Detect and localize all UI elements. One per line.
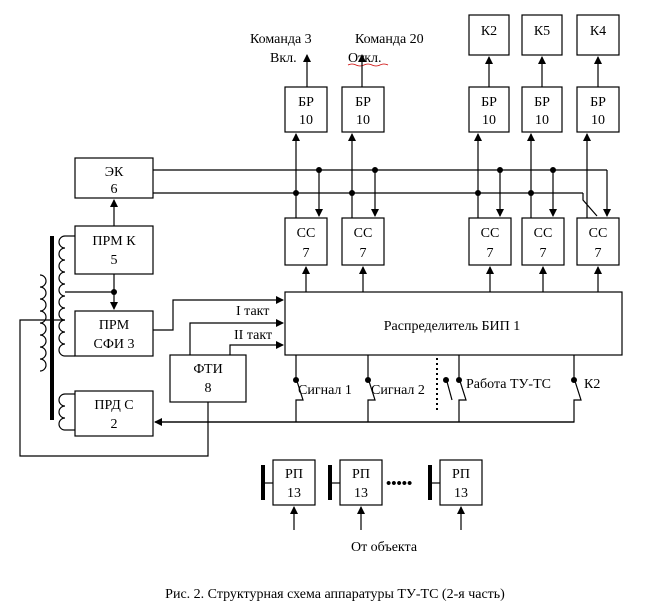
- ii-takt-label: II такт: [234, 328, 272, 343]
- cmd20-label: Команда 20: [355, 32, 424, 47]
- cmd3-label: Команда 3: [250, 32, 312, 47]
- svg-text:13: 13: [354, 486, 368, 501]
- svg-text:7: 7: [487, 246, 494, 261]
- prm-k-box: ПРМ К 5: [74, 225, 154, 275]
- svg-text:БР: БР: [355, 95, 371, 110]
- contact-signal-2: [367, 355, 376, 422]
- svg-text:БР: БР: [481, 95, 497, 110]
- br-box-4: БР 10: [521, 86, 563, 133]
- svg-text:СС: СС: [354, 226, 373, 241]
- svg-text:10: 10: [356, 113, 370, 128]
- svg-text:РП: РП: [352, 467, 370, 482]
- svg-text:РП: РП: [452, 467, 470, 482]
- br-box-3: БР 10: [468, 86, 510, 133]
- i-takt-line: [153, 296, 284, 331]
- svg-text:Распределитель БИП 1: Распределитель БИП 1: [384, 319, 521, 334]
- svg-text:РП: РП: [285, 467, 303, 482]
- coil-prd: [58, 393, 66, 431]
- cc-box-2: СС 7: [341, 217, 385, 266]
- svg-text:К4: К4: [590, 24, 606, 39]
- svg-text:10: 10: [482, 113, 496, 128]
- k-box-3: К4: [576, 14, 620, 56]
- bus-link-cc5: [582, 193, 598, 217]
- i-takt-label: I такт: [236, 304, 269, 319]
- svg-text:2: 2: [111, 417, 118, 432]
- signal-2-label: Сигнал 2: [371, 383, 425, 398]
- svg-text:ПРМ: ПРМ: [99, 318, 130, 333]
- svg-text:ПРД С: ПРД С: [94, 398, 133, 413]
- signal-1-label: Сигнал 1: [298, 383, 352, 398]
- svg-text:СС: СС: [589, 226, 608, 241]
- svg-text:ФТИ: ФТИ: [193, 362, 222, 377]
- rp-box-2: РП 13: [328, 459, 383, 506]
- svg-text:7: 7: [540, 246, 547, 261]
- svg-text:СС: СС: [297, 226, 316, 241]
- svg-text:БР: БР: [590, 95, 606, 110]
- svg-text:7: 7: [360, 246, 367, 261]
- svg-text:8: 8: [205, 381, 212, 396]
- fti-to-dist: [229, 341, 284, 355]
- svg-text:БР: БР: [534, 95, 550, 110]
- rp-box-1: РП 13: [261, 459, 316, 506]
- fti-feedback-line: [19, 319, 209, 457]
- svg-text:6: 6: [111, 182, 118, 197]
- spellcheck-underline: [347, 63, 389, 67]
- fti-box: ФТИ 8: [169, 354, 247, 403]
- svg-text:13: 13: [287, 486, 301, 501]
- from-object-label: От объекта: [351, 540, 418, 555]
- svg-text:10: 10: [591, 113, 605, 128]
- svg-text:ПРМ К: ПРМ К: [92, 234, 136, 249]
- rp-ellipsis: •••••: [386, 476, 412, 492]
- br-box-5: БР 10: [576, 86, 620, 133]
- distributor-box: Распределитель БИП 1: [284, 291, 623, 356]
- k-box-1: К2: [468, 14, 510, 56]
- prm-sfi-box: ПРМ СФИ 3: [74, 310, 154, 357]
- cc-box-1: СС 7: [284, 217, 328, 266]
- coil-line: [39, 274, 47, 372]
- svg-text:К5: К5: [534, 24, 550, 39]
- svg-text:7: 7: [303, 246, 310, 261]
- coil-prm: [58, 235, 66, 357]
- br-box-2: БР 10: [341, 86, 385, 133]
- contact-signal-1: [295, 355, 304, 422]
- cc-box-4: СС 7: [521, 217, 565, 266]
- svg-text:СС: СС: [534, 226, 553, 241]
- cmd3-state: Вкл.: [270, 51, 297, 66]
- svg-text:10: 10: [535, 113, 549, 128]
- ek-box: ЭК 6: [74, 157, 154, 199]
- svg-text:СФИ 3: СФИ 3: [93, 337, 134, 352]
- work-label: Работа ТУ-ТС: [466, 377, 551, 392]
- svg-text:13: 13: [454, 486, 468, 501]
- cc-box-5: СС 7: [576, 217, 620, 266]
- prd-c-box: ПРД С 2: [74, 390, 154, 437]
- svg-text:5: 5: [111, 253, 118, 268]
- cc-box-3: СС 7: [468, 217, 512, 266]
- svg-text:10: 10: [299, 113, 313, 128]
- k2-signal-label: К2: [584, 377, 600, 392]
- svg-text:СС: СС: [481, 226, 500, 241]
- svg-text:БР: БР: [298, 95, 314, 110]
- br-box-1: БР 10: [284, 86, 328, 133]
- rp-box-3: РП 13: [428, 459, 483, 506]
- svg-text:7: 7: [595, 246, 602, 261]
- figure-caption: Рис. 2. Структурная схема аппаратуры ТУ-…: [165, 587, 505, 602]
- svg-text:К2: К2: [481, 24, 497, 39]
- ii-takt-line: [189, 319, 284, 355]
- k-box-2: К5: [521, 14, 563, 56]
- contact-work: [458, 355, 467, 422]
- svg-text:ЭК: ЭК: [105, 165, 124, 180]
